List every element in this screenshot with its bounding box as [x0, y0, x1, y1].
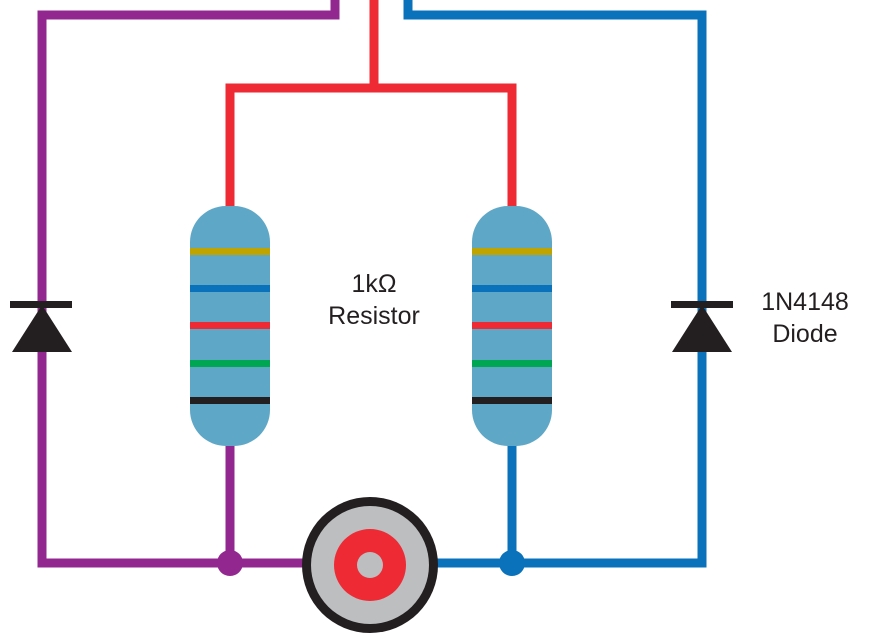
- resistor-band-black: [190, 397, 270, 404]
- jack-pin-hole: [357, 552, 383, 578]
- resistor-band-red: [472, 322, 552, 329]
- blue-wire-loop: [403, 0, 707, 568]
- right-resistor: [472, 206, 552, 446]
- left-diode: [10, 301, 72, 352]
- resistor-band-yellow: [190, 248, 270, 255]
- resistor-band-blue: [190, 285, 270, 292]
- right-diode: [671, 301, 733, 352]
- blue-junction-dot: [499, 550, 525, 576]
- diode-triangle: [672, 305, 732, 352]
- resistor-band-yellow: [472, 248, 552, 255]
- resistor-band-blue: [472, 285, 552, 292]
- diode-cathode-bar: [10, 301, 72, 308]
- resistor-band-black: [472, 397, 552, 404]
- diode-label: 1N4148 Diode: [750, 286, 860, 350]
- diode-triangle: [12, 305, 72, 352]
- diode-name-text: Diode: [772, 320, 838, 348]
- left-resistor: [190, 206, 270, 446]
- diode-part-text: 1N4148: [761, 288, 849, 316]
- red-wire: [225, 0, 517, 207]
- resistor-band-green: [472, 360, 552, 367]
- purple-wire: [37, 0, 340, 568]
- resistor-band-green: [190, 360, 270, 367]
- resistor-name-text: Resistor: [328, 302, 420, 330]
- diode-cathode-bar: [671, 301, 733, 308]
- audio-jack: [302, 497, 438, 633]
- purple-junction-dot: [217, 550, 243, 576]
- red-wire-branch: [225, 83, 517, 207]
- resistor-label: 1kΩ Resistor: [318, 268, 430, 332]
- resistor-value-text: 1kΩ: [351, 270, 397, 298]
- blue-wire: [403, 0, 707, 568]
- purple-wire-loop: [37, 0, 340, 568]
- resistor-band-red: [190, 322, 270, 329]
